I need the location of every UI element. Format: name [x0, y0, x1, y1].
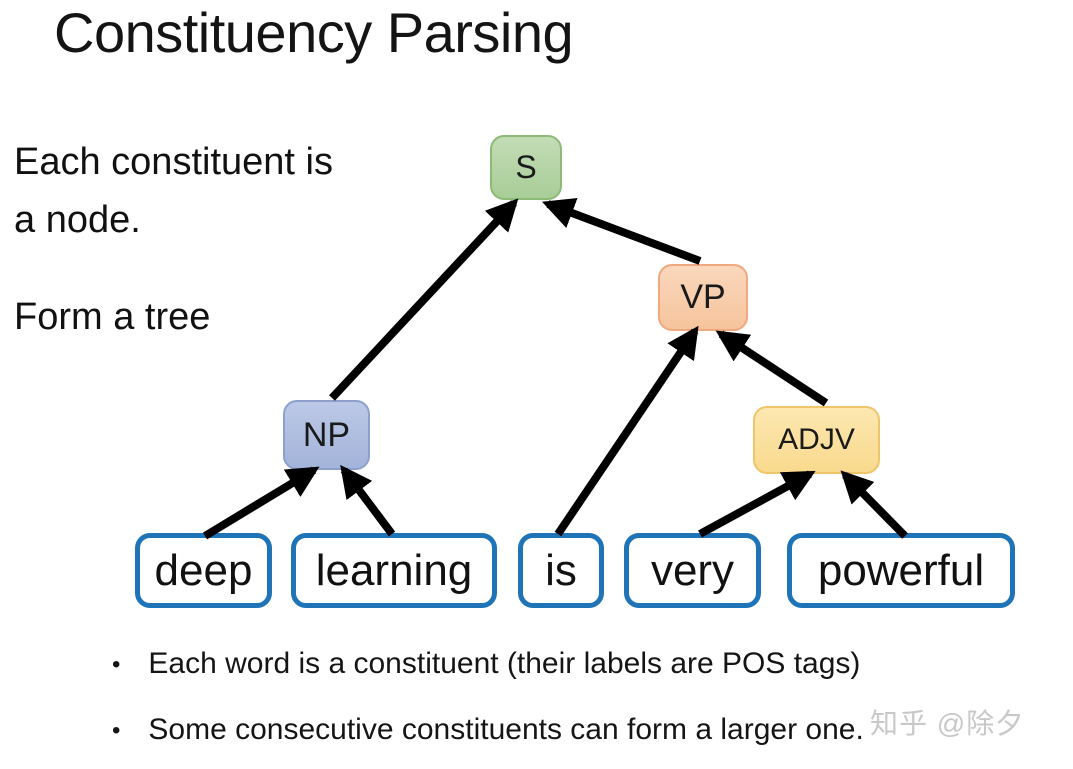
word-box-powerful: powerful — [787, 533, 1015, 608]
word-box-very: very — [624, 533, 761, 608]
word-label-learning: learning — [315, 545, 473, 595]
edge-vp-to-s-arrow — [542, 198, 702, 265]
edge-np-to-s-arrow — [329, 198, 519, 401]
word-label-powerful: powerful — [817, 545, 985, 595]
word-box-deep: deep — [135, 533, 272, 608]
word-box-is: is — [518, 533, 604, 608]
tree-node-adjv: ADJV — [753, 406, 880, 474]
edge-is-to-vp-arrow — [554, 325, 699, 537]
tree-node-s-label: S — [515, 149, 537, 185]
word-label-very: very — [650, 545, 735, 595]
tree-node-vp-label: VP — [680, 278, 726, 316]
word-box-learning: learning — [291, 533, 497, 608]
bullet-text-pos-tags: Each word is a constituent (their labels… — [148, 647, 861, 680]
edge-learning-to-np-arrow — [340, 464, 396, 537]
watermark: 知乎 @除夕 — [870, 708, 1025, 739]
edge-deep-to-np-arrow — [202, 466, 320, 540]
bullet-list: • Each word is a constituent (their labe… — [112, 646, 1062, 748]
bullet-dot-icon: • — [112, 651, 121, 678]
edge-adjv-to-vp-arrow — [715, 330, 829, 407]
word-label-deep: deep — [154, 545, 253, 595]
note-each-constituent: Each constituent is a node. — [14, 141, 333, 241]
word-label-is: is — [545, 545, 577, 595]
tree-node-np-label: NP — [302, 415, 351, 454]
tree-node-np: NP — [283, 400, 370, 470]
tree-node-s: S — [490, 135, 562, 200]
edge-powerful-to-adjv-arrow — [840, 470, 908, 539]
slide-title: Constituency Parsing — [54, 1, 574, 64]
tree-node-vp: VP — [658, 264, 748, 331]
bullet-text-larger-one: Some consecutive constituents can form a… — [148, 713, 864, 746]
bullet-item: • Some consecutive constituents can form… — [112, 712, 1062, 748]
bullet-dot-icon: • — [112, 717, 121, 744]
note-form-a-tree: Form a tree — [14, 296, 211, 338]
edge-very-to-adjv-arrow — [698, 470, 816, 538]
bullet-item: • Each word is a constituent (their labe… — [112, 646, 1062, 682]
tree-node-adjv-label: ADJV — [778, 423, 855, 456]
